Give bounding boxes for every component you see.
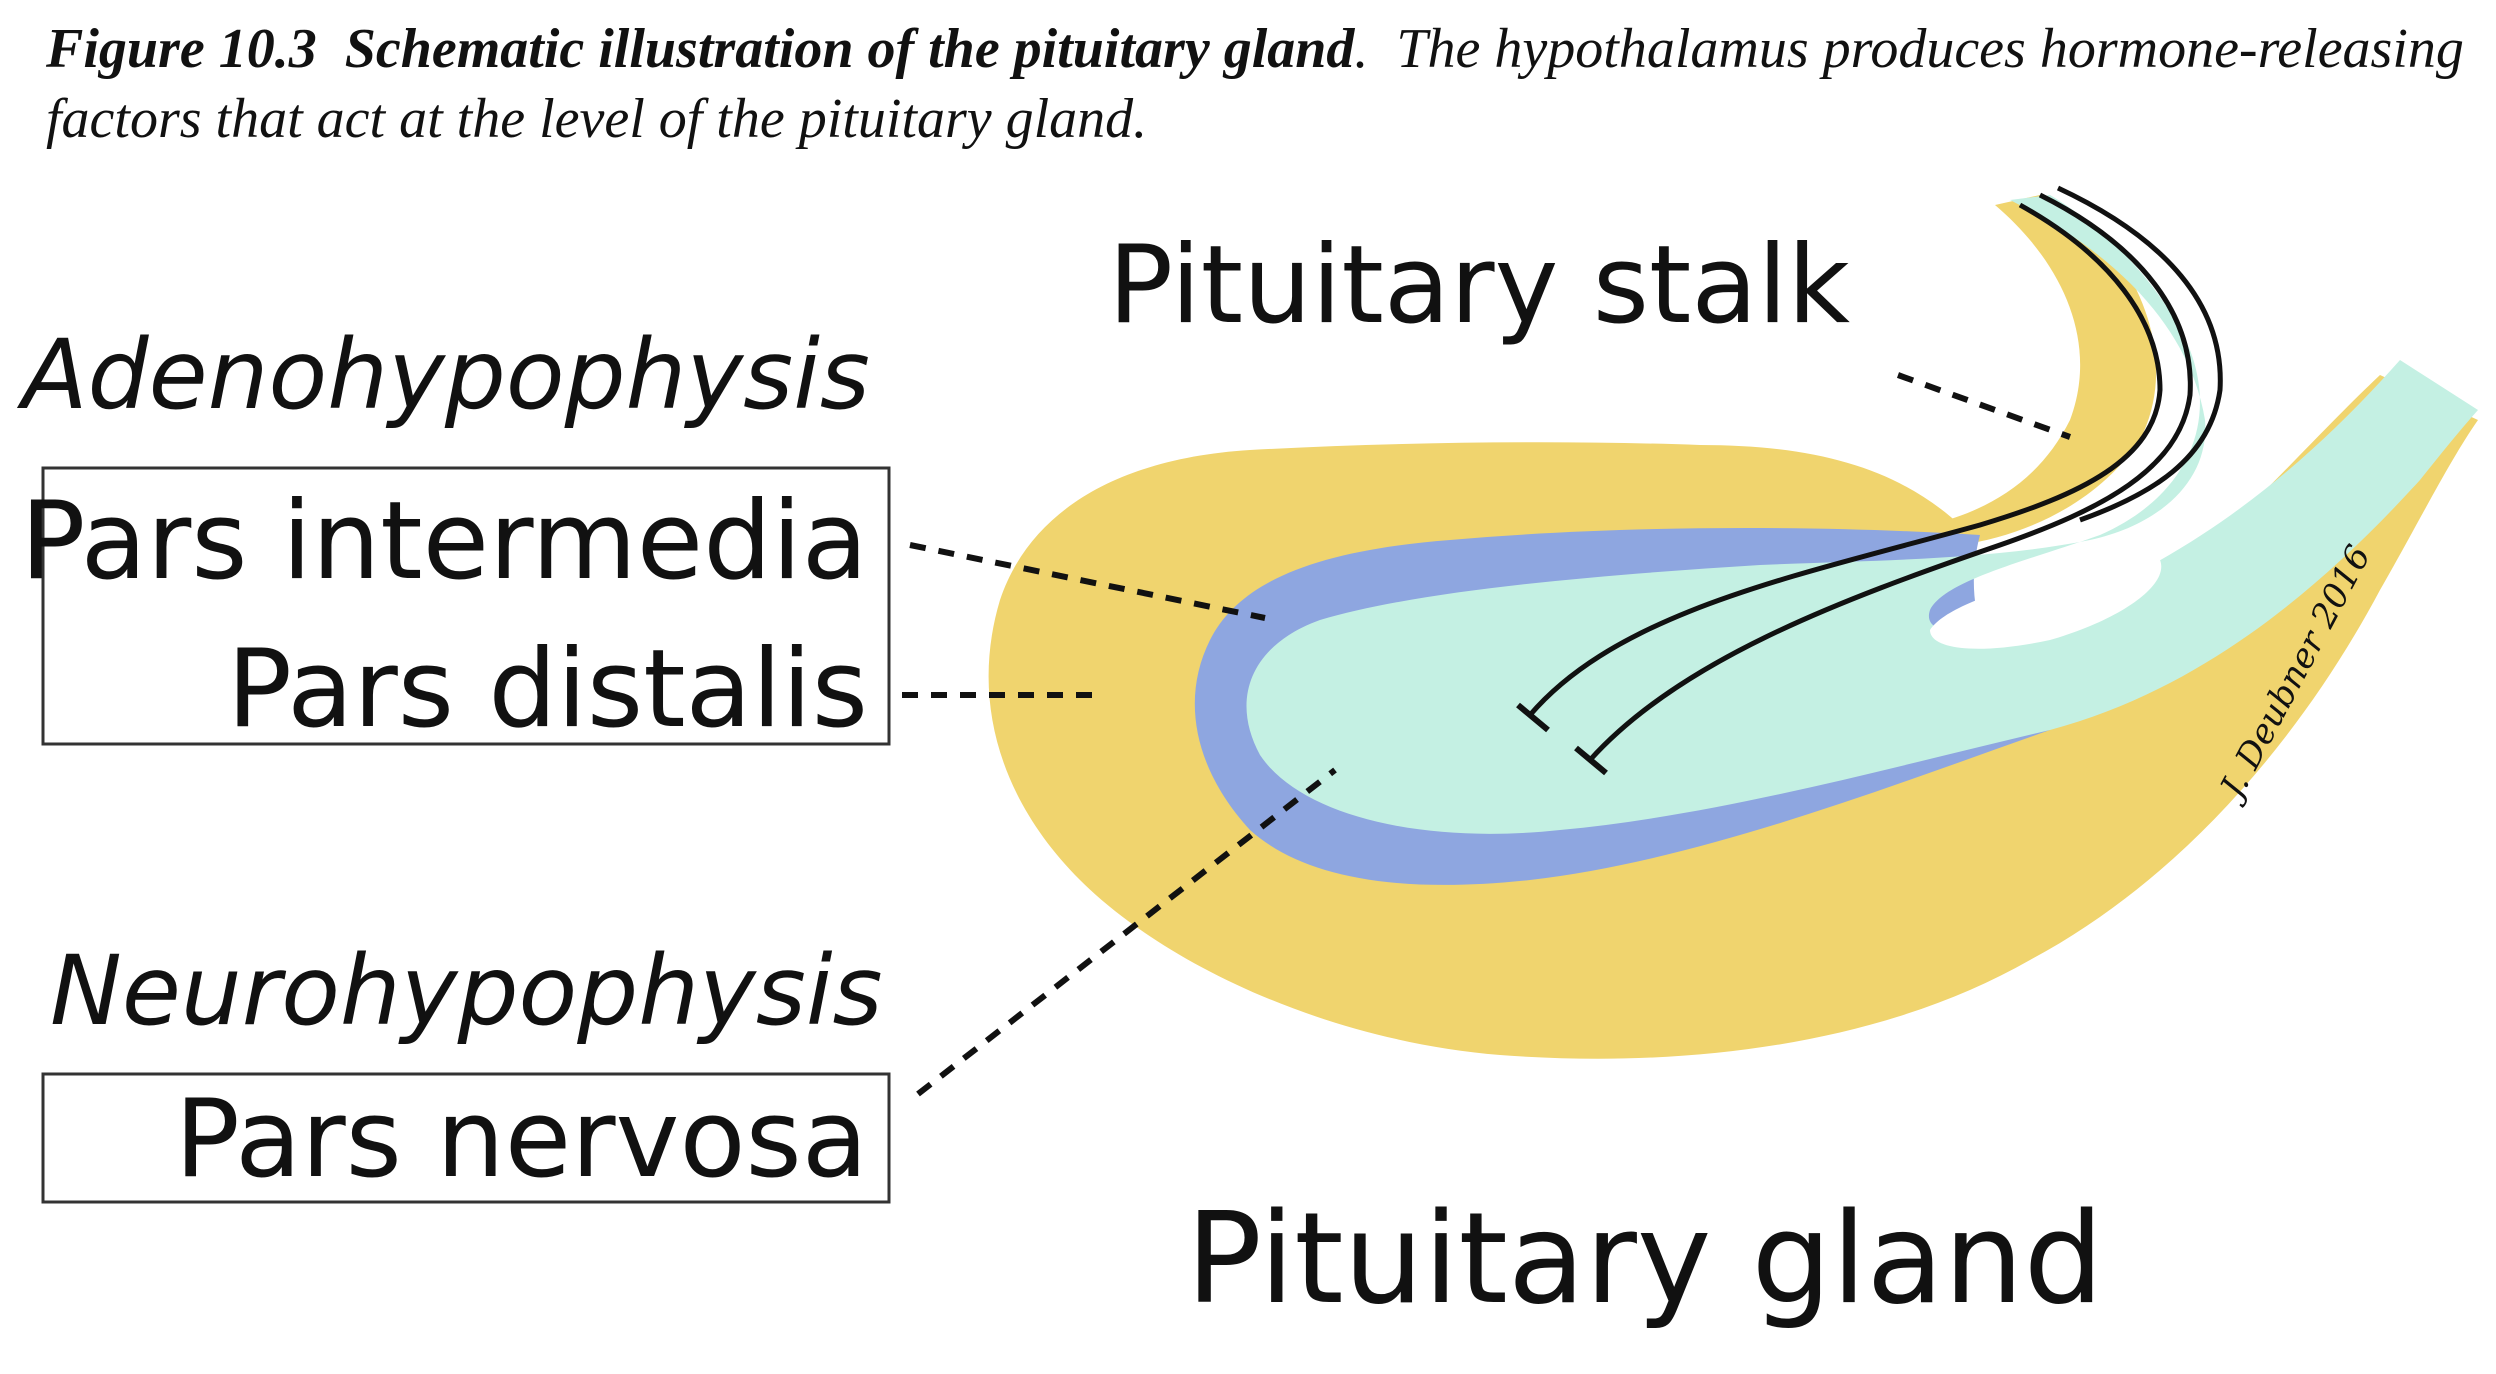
- label-pituitary-gland: Pituitary gland: [1186, 1185, 2104, 1332]
- figure-title: Schematic illustration of the pituitary …: [344, 18, 1355, 80]
- notch-gap: [1930, 560, 2162, 649]
- leader-pars-intermedia: [909, 542, 1266, 621]
- leader-pituitary-stalk: [1896, 372, 2072, 440]
- label-pituitary-stalk: Pituitary stalk: [1108, 223, 1851, 348]
- figure-caption: Figure 10.3 Schematic illustration of th…: [46, 18, 2464, 150]
- label-adenohypophysis: Adenohypophysis: [16, 319, 870, 431]
- axon-fibers: [1528, 185, 2223, 762]
- leader-pars-nervosa: [916, 767, 1337, 1097]
- adenohypophysis-label-box: [41, 466, 891, 746]
- pars-nervosa-region: [1246, 195, 2478, 834]
- axon-fiber-2: [1588, 192, 2193, 762]
- figure-label: Figure 10.3: [46, 18, 317, 80]
- label-neurohypophysis: Neurohypophysis: [50, 935, 883, 1047]
- neurohypophysis-label-box: [41, 1072, 891, 1204]
- stalk-sheath-region: [1930, 195, 2157, 545]
- axon-terminal-1: [1516, 702, 1550, 733]
- label-pars-distalis: Pars distalis: [227, 627, 868, 752]
- axon-fiber-3: [2056, 185, 2223, 523]
- axon-fiber-1: [1528, 202, 2163, 717]
- label-pars-nervosa: Pars nervosa: [175, 1077, 868, 1202]
- label-pars-intermedia: Pars intermedia: [20, 479, 868, 604]
- axon-terminal-2: [1574, 745, 1608, 776]
- figure-description: The hypothalamus produces hormone-releas…: [46, 18, 2464, 150]
